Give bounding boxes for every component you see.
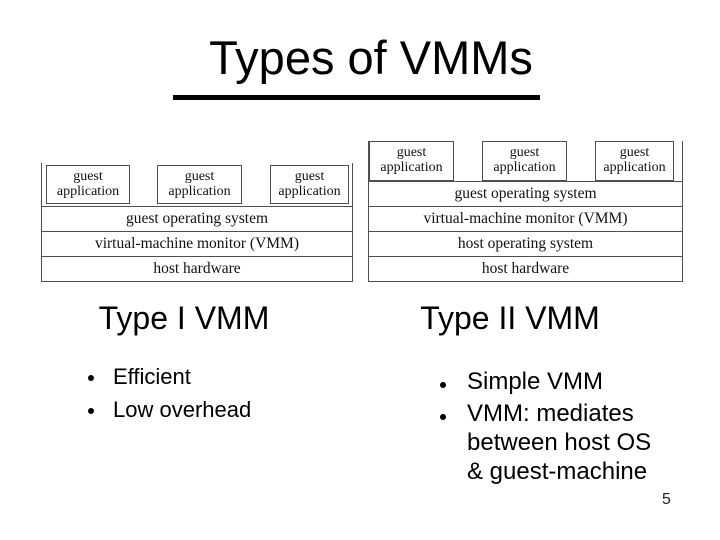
bullet-item: Simple VMM: [440, 367, 662, 396]
diagram-row-guest-os: guest operating system: [42, 206, 352, 231]
guest-application-box: guest application: [482, 141, 567, 181]
type1-bullet-list: Efficient Low overhead: [88, 362, 251, 428]
bullet-item: VMM: mediates between host OS & guest-ma…: [440, 399, 662, 486]
bullet-text: Low overhead: [113, 397, 252, 422]
bullet-dot-icon: [440, 382, 446, 388]
type1-label: Type I VMM: [98, 300, 270, 336]
type1-guest-app-zone: guest application guest application gues…: [42, 163, 352, 206]
title-underline: [173, 95, 540, 100]
guest-application-box: guest application: [595, 141, 674, 181]
bullet-item: Efficient: [88, 362, 251, 392]
type2-label: Type II VMM: [420, 300, 600, 336]
type2-guest-app-zone: guest application guest application gues…: [369, 141, 682, 181]
diagram-row-host-os: host operating system: [369, 231, 682, 256]
diagram-row-host-hardware: host hardware: [42, 256, 352, 281]
bullet-item: Low overhead: [88, 395, 251, 425]
diagram-row-vmm: virtual-machine monitor (VMM): [42, 231, 352, 256]
bullet-text: VMM: mediates between host OS & guest-ma…: [467, 400, 652, 485]
diagram-row-host-hardware: host hardware: [369, 256, 682, 281]
slide-title: Types of VMMs: [209, 31, 533, 84]
page-number: 5: [662, 491, 671, 508]
bullet-dot-icon: [440, 414, 446, 420]
guest-application-box: guest application: [270, 165, 349, 204]
type2-architecture-diagram: guest application guest application gues…: [368, 141, 683, 282]
guest-application-box: guest application: [46, 165, 130, 204]
type2-bullet-list: Simple VMM VMM: mediates between host OS…: [440, 367, 662, 489]
guest-application-box: guest application: [157, 165, 242, 204]
bullet-dot-icon: [88, 375, 94, 381]
type1-architecture-diagram: guest application guest application gues…: [41, 163, 353, 282]
bullet-text: Simple VMM: [467, 368, 604, 395]
bullet-dot-icon: [88, 408, 94, 414]
guest-application-box: guest application: [369, 141, 454, 181]
diagram-row-vmm: virtual-machine monitor (VMM): [369, 206, 682, 231]
diagram-row-guest-os: guest operating system: [369, 181, 682, 206]
bullet-text: Efficient: [113, 364, 191, 389]
